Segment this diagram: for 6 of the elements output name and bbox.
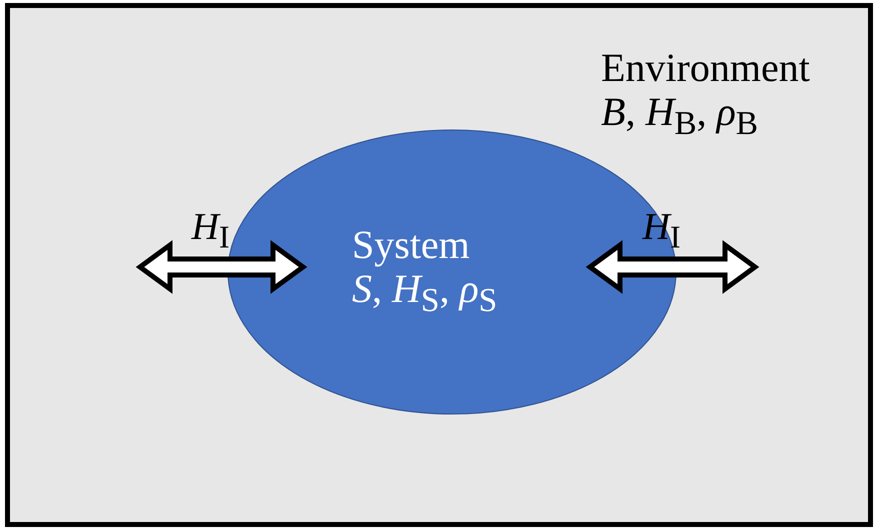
symbol-label: B, H$_{B}$, ρ$_{B}$ (601, 90, 758, 143)
symbol-label: S, H$_{S}$, ρ$_{S}$ (352, 267, 498, 320)
environment-box (5, 3, 873, 527)
symbol-label: H$_{I}$ (192, 205, 230, 256)
node-title: System (352, 223, 470, 267)
node-title: Environment (601, 46, 810, 90)
